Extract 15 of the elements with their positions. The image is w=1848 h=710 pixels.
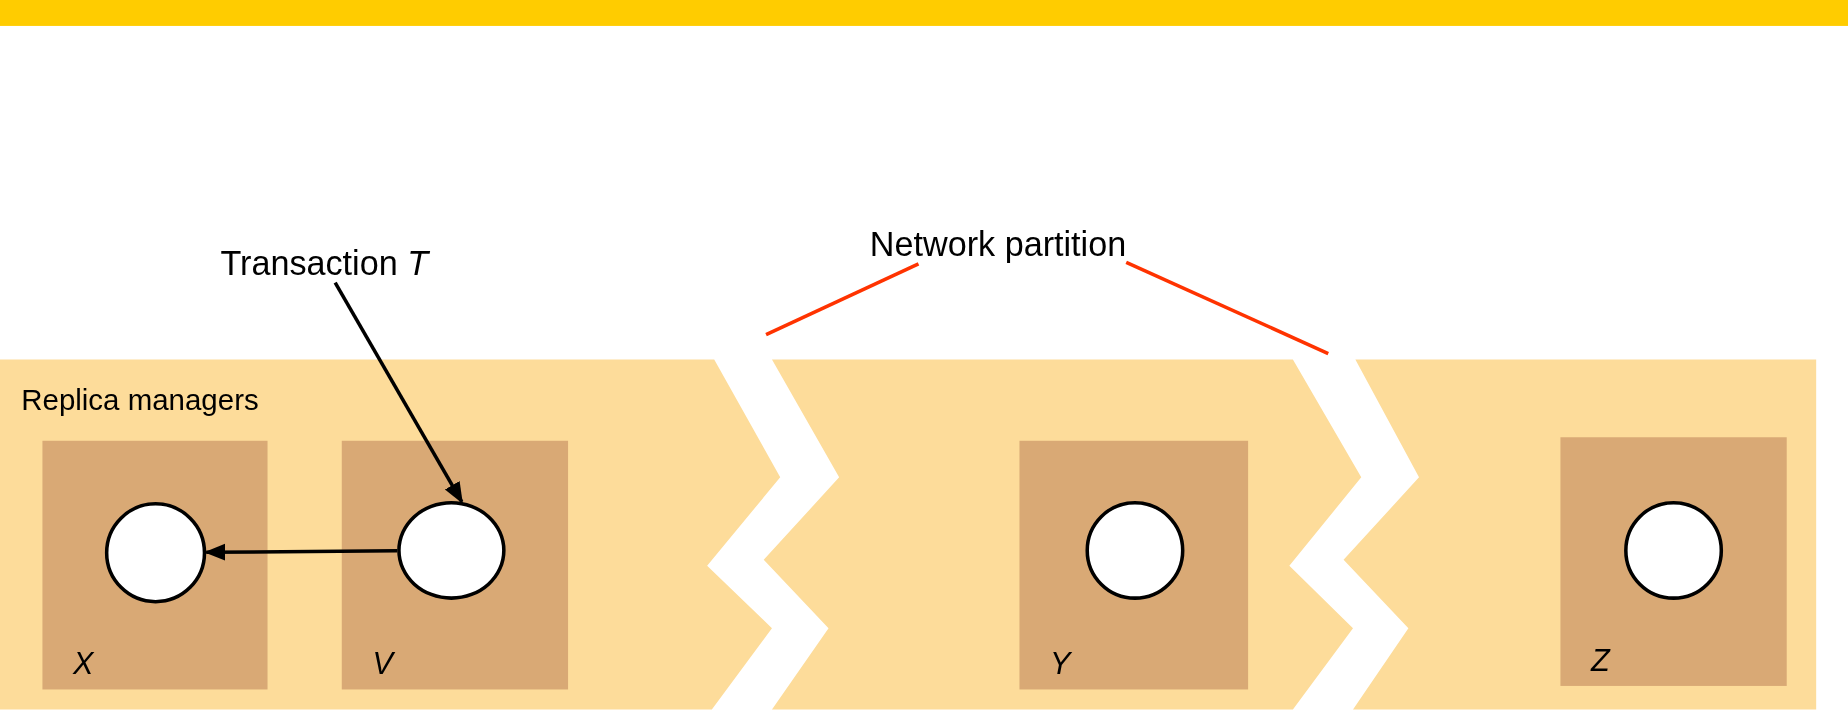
arrow: [204, 543, 398, 561]
arrow: [333, 281, 464, 504]
replica-manager-box: [1019, 440, 1249, 690]
replica-manager-box: [341, 440, 569, 690]
replica-label: V: [372, 645, 393, 683]
leader-line: [765, 262, 920, 337]
annotation-text: Transaction T: [220, 245, 429, 283]
replica-label: Z: [1591, 642, 1610, 679]
leader-line: [1125, 260, 1329, 356]
replica-manager-box: [1560, 437, 1787, 686]
replica-label: Y: [1050, 645, 1071, 683]
annotation-text: Network partition: [869, 226, 1127, 264]
replica-label: X: [73, 645, 94, 683]
region-title: Replica managers: [21, 383, 259, 418]
replica-manager-box: [42, 440, 268, 690]
